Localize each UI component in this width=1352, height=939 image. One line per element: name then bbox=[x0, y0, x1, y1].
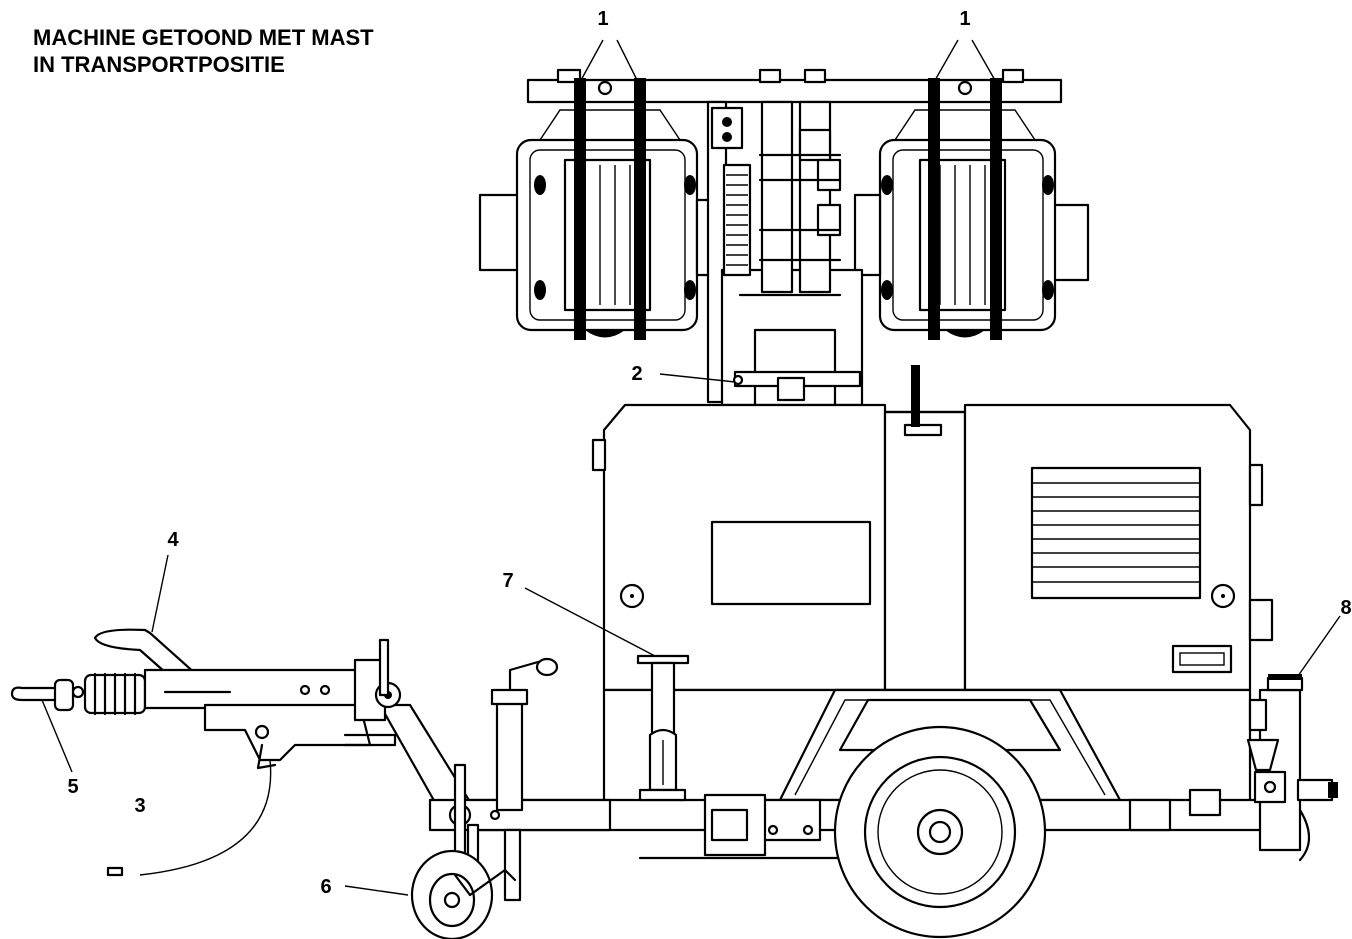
main-wheel bbox=[833, 725, 1047, 939]
diagram-title-line-2: IN TRANSPORTPOSITIE bbox=[33, 52, 285, 77]
rear-stabilizer-leg bbox=[1268, 674, 1302, 680]
diagram-title-line-1: MACHINE GETOOND MET MAST bbox=[33, 25, 374, 50]
callout-4: 4 bbox=[167, 529, 179, 551]
hitch-assembly bbox=[10, 628, 402, 877]
callout-labels: 1 1 2 3 4 5 6 7 8 bbox=[67, 8, 1351, 898]
mast bbox=[695, 100, 882, 407]
lamp-crossbar bbox=[526, 68, 1063, 104]
callout-8: 8 bbox=[1340, 597, 1351, 619]
callout-3: 3 bbox=[134, 795, 145, 817]
leader-lines bbox=[41, 39, 1341, 896]
callout-7: 7 bbox=[502, 570, 513, 592]
front-stabilizer-leg bbox=[636, 654, 690, 802]
diagram-title: MACHINE GETOOND MET MAST IN TRANSPORTPOS… bbox=[33, 24, 374, 78]
callout-2: 2 bbox=[631, 363, 642, 385]
callout-5: 5 bbox=[67, 776, 78, 798]
left-floodlight bbox=[478, 78, 699, 340]
generator-cabinet bbox=[591, 365, 1274, 692]
callout-6: 6 bbox=[320, 876, 331, 898]
drawbar bbox=[378, 657, 612, 902]
jockey-wheel bbox=[410, 849, 517, 939]
right-floodlight bbox=[878, 78, 1090, 340]
callout-1a: 1 bbox=[597, 8, 608, 30]
callout-1b: 1 bbox=[959, 8, 970, 30]
